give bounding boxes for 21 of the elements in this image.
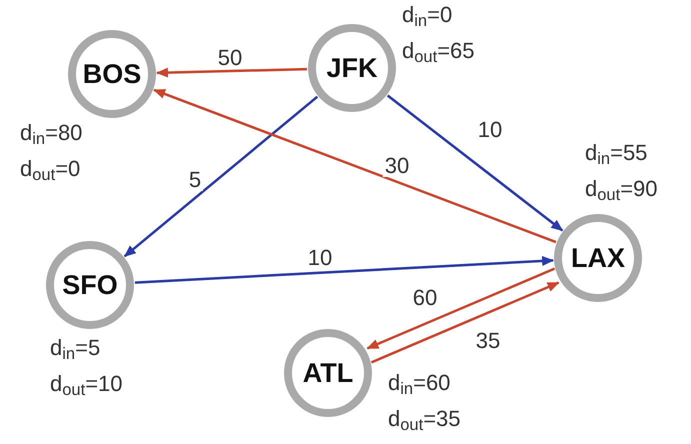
degree-label: d$_{out}$=90 — [585, 176, 658, 202]
degree-label: d$_{in}$=60 — [388, 370, 452, 396]
edge-label: 30 — [382, 155, 412, 177]
arrow — [134, 256, 554, 284]
degree-label: d$_{in}$=55 — [585, 140, 648, 166]
airport-code: LAX — [571, 242, 625, 275]
degree-label: d$_{in}$=5 — [50, 335, 102, 361]
airport-code: BOS — [82, 58, 142, 91]
airport-code: JFK — [326, 52, 378, 85]
degree-label: d$_{out}$=10 — [50, 371, 123, 397]
degree-label: d$_{in}$=0 — [402, 2, 454, 28]
degree-label: d$_{out}$=35 — [388, 406, 461, 432]
arrow — [156, 68, 308, 78]
degree-label: d$_{in}$=80 — [20, 120, 82, 146]
arrow — [124, 96, 318, 258]
degree-label: d$_{out}$=65 — [402, 38, 475, 64]
degree-label: d$_{out}$=0 — [20, 156, 82, 182]
airport-code: SFO — [62, 268, 118, 302]
edge-label: 5 — [186, 169, 204, 191]
airport-code: ATL — [302, 356, 354, 390]
arrow — [386, 94, 564, 232]
